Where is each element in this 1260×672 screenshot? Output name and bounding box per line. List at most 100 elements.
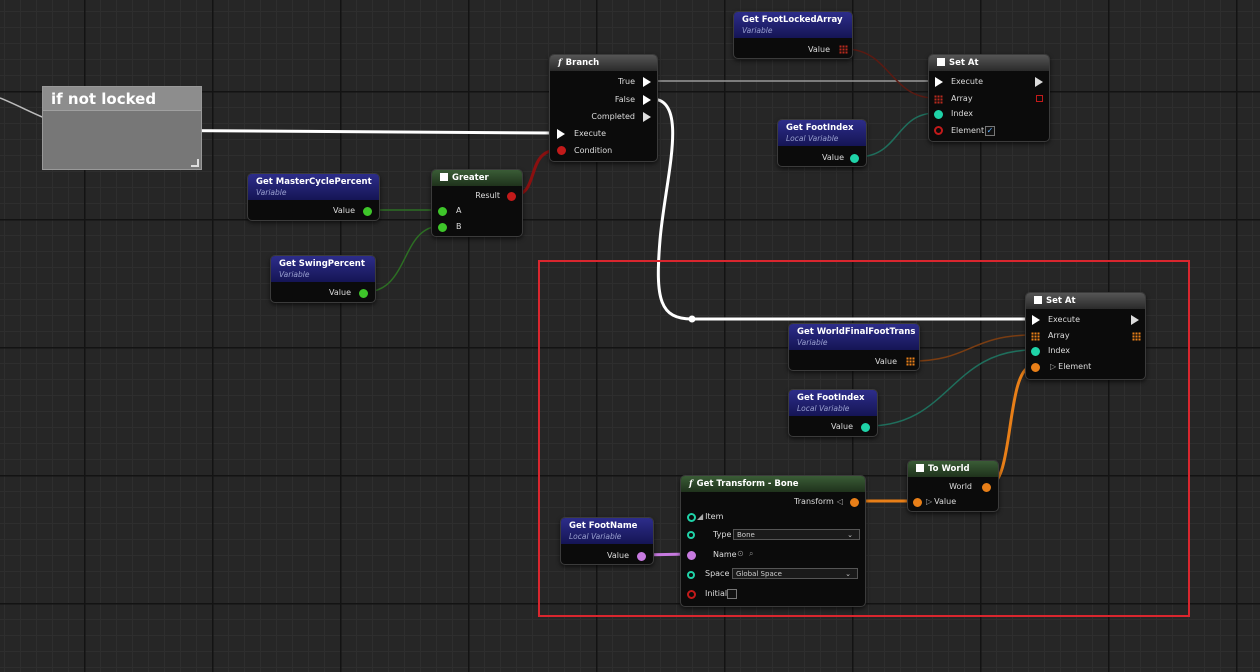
comment-title[interactable]: if not locked (43, 87, 201, 111)
pin-label-true: True (618, 77, 635, 86)
checkmark-icon: ✓ (986, 126, 994, 135)
pin-space[interactable] (687, 571, 695, 579)
greater-node[interactable]: Greater Result A B (431, 169, 523, 237)
pin-label-result: Result (475, 191, 500, 200)
transform-pin-world[interactable] (982, 483, 991, 492)
int-pin-index[interactable] (934, 110, 943, 119)
transform-pin-element[interactable] (1031, 363, 1040, 372)
pin-label-value: Value (831, 422, 853, 431)
bool-pin-element[interactable] (934, 126, 943, 135)
pure-node-icon (440, 173, 448, 181)
pin-label-array: Array (951, 94, 973, 103)
node-header: Set At (1026, 293, 1145, 309)
array-pin-value[interactable] (906, 357, 915, 366)
pin-label-execute: Execute (951, 77, 983, 86)
float-pin-b[interactable] (438, 223, 447, 232)
pin-label-execute: Execute (1048, 315, 1080, 324)
array-pin-value[interactable] (839, 45, 848, 54)
selection-rectangle (538, 260, 1190, 617)
exec-pin-true[interactable] (643, 77, 651, 87)
array-pin-array[interactable] (1031, 332, 1040, 341)
pin-label-value: Value (607, 551, 629, 560)
pin-label-value: Value (875, 357, 897, 366)
type-dropdown[interactable]: Bone⌄ (733, 529, 860, 540)
pin-label-index: Index (1048, 346, 1071, 355)
dropdown-arrow-icon: ⌄ (847, 531, 853, 539)
dropdown-arrow-icon: ⌄ (845, 570, 851, 578)
comment-box[interactable]: if not locked (42, 86, 202, 170)
int-pin-index[interactable] (1031, 347, 1040, 356)
exec-pin-execute[interactable] (935, 77, 943, 87)
exec-pin-then[interactable] (1131, 315, 1139, 325)
exec-pin-completed[interactable] (643, 112, 651, 122)
float-pin-value[interactable] (359, 289, 368, 298)
pin-label-condition: Condition (574, 146, 613, 155)
pin-label-index: Index (951, 109, 974, 118)
set-at-node-1[interactable]: Set At Execute Array Index Element ✓ (928, 54, 1050, 142)
pin-label-completed: Completed (591, 112, 635, 121)
reset-icon[interactable]: ⊙ (737, 549, 744, 558)
pure-node-icon (916, 464, 924, 472)
search-icon[interactable]: ⌕ (749, 549, 754, 558)
initial-checkbox[interactable] (727, 589, 737, 599)
exec-pin-execute[interactable] (1032, 315, 1040, 325)
node-header: To World (908, 461, 998, 477)
name-pin[interactable] (687, 551, 696, 560)
exec-pin-execute[interactable] (557, 129, 565, 139)
pin-item[interactable] (687, 513, 696, 522)
bool-pin-initial[interactable] (687, 590, 696, 599)
bool-pin-result[interactable] (507, 192, 516, 201)
float-wire-b (364, 225, 442, 293)
array-out-pin[interactable] (1132, 332, 1141, 341)
pin-label-value: ▷Value (926, 497, 957, 506)
pin-type[interactable] (687, 531, 695, 539)
exec-pin-then[interactable] (1035, 77, 1043, 87)
pin-label-b: B (456, 222, 462, 231)
pin-label-execute: Execute (574, 129, 606, 138)
array-pin-array[interactable] (934, 95, 943, 104)
node-header: Greater (432, 170, 522, 186)
resize-handle-icon[interactable] (191, 159, 199, 167)
pin-label-space: Space (705, 569, 730, 578)
array-out-pin[interactable] (1036, 95, 1043, 102)
float-pin-a[interactable] (438, 207, 447, 216)
transform-pin-output[interactable] (850, 498, 859, 507)
to-world-node[interactable]: To World World ▷Value (907, 460, 999, 512)
array-wire-locked (844, 48, 936, 99)
set-at-icon (1034, 296, 1042, 304)
name-pin-value[interactable] (637, 552, 646, 561)
space-dropdown[interactable]: Global Space⌄ (732, 568, 858, 579)
pin-label-value: Value (808, 45, 830, 54)
float-pin-value[interactable] (363, 207, 372, 216)
set-at-node-2[interactable]: Set At Execute Array Index ▷Element (1025, 292, 1146, 380)
pin-label-a: A (456, 206, 462, 215)
exec-pin-false[interactable] (643, 95, 651, 105)
element-checkbox[interactable]: ✓ (985, 126, 995, 136)
transform-pin-value[interactable] (913, 498, 922, 507)
pin-label-world: World (949, 482, 972, 491)
function-icon: f (689, 479, 693, 489)
pin-label-value: Value (329, 288, 351, 297)
set-at-icon (937, 58, 945, 66)
int-pin-value[interactable] (861, 423, 870, 432)
node-header: Set At (929, 55, 1049, 71)
bool-pin-condition[interactable] (557, 146, 566, 155)
pin-label-item: ◢Item (697, 512, 724, 521)
int-pin-value[interactable] (850, 154, 859, 163)
